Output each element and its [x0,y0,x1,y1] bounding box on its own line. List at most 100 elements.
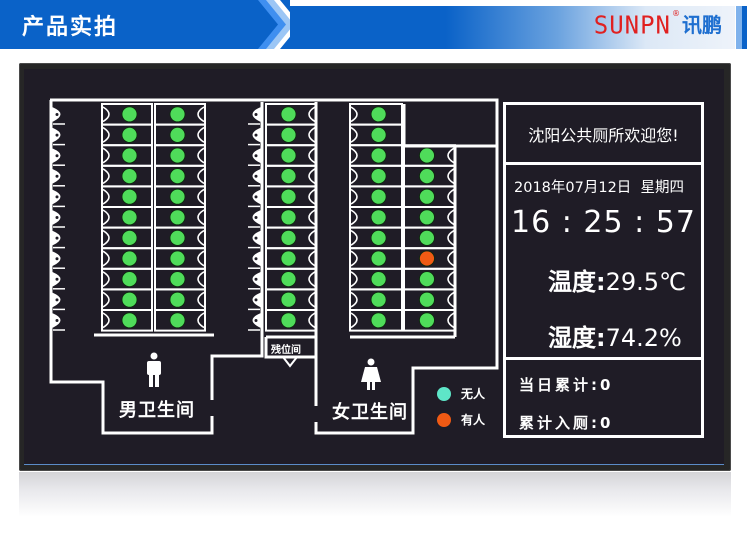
stall-vacant-indicator [121,209,138,226]
cumulative-value: 0 [600,414,614,432]
stall-vacant-indicator [280,312,297,329]
stall-vacant-indicator [280,147,297,164]
stall-vacant-indicator [169,250,186,267]
stall-vacant-indicator [169,291,186,308]
cumulative-label: 累计入厕: [519,414,600,432]
stall-vacant-indicator [169,312,186,329]
page-title: 产品实拍 [22,15,119,40]
stall-vacant-indicator [121,312,138,329]
stall-vacant-indicator [169,209,186,226]
clock-display: 16 : 25 : 57 [511,205,696,240]
legend-occupied: 有人 [437,411,485,428]
stall-vacant-indicator [419,229,435,246]
stall-vacant-indicator [280,250,297,267]
stall-vacant-indicator [419,188,435,205]
stall-vacant-indicator [419,209,435,226]
stall-vacant-indicator [280,188,297,205]
urinals-left [52,107,65,331]
stall-vacant-indicator [419,168,435,185]
stall-vacant-indicator [280,126,297,143]
stall-vacant-indicator [121,126,138,143]
occupied-dot-icon [437,412,451,427]
stall-vacant-indicator [370,168,387,185]
date-value: 2018年07月12日 [514,180,632,196]
female-person-icon [361,358,381,390]
men-right-column [154,103,206,332]
stall-vacant-indicator [169,229,186,246]
legend-occupied-label: 有人 [461,413,486,427]
accessible-room-label: 残位间 [271,345,301,356]
humidity-value: 74.2% [605,324,682,352]
humidity-display: 湿度:74.2% [548,318,682,353]
stall-vacant-indicator [370,209,387,226]
registered-mark: ® [672,9,680,18]
stall-vacant-indicator [169,168,186,185]
today-total: 当日累计:0 [519,374,613,395]
brand-logo: SUNPN ® 讯鹏 [593,9,722,40]
stall-vacant-indicator [370,126,387,143]
usage-counters: 当日累计:0 累计入厕:0 [506,357,701,435]
stall-vacant-indicator [121,271,138,288]
stall-vacant-indicator [121,291,138,308]
stall-vacant-indicator [370,312,387,329]
stall-vacant-indicator [370,271,387,288]
stall-vacant-indicator [121,168,138,185]
today-total-value: 0 [600,376,614,394]
stall-vacant-indicator [280,209,297,226]
stall-vacant-indicator [169,126,186,143]
stall-vacant-indicator [121,250,138,267]
stall-vacant-indicator [280,291,297,308]
women-right-column [403,144,456,332]
stall-occupied-indicator [419,250,435,267]
stall-vacant-indicator [419,312,435,329]
stall-vacant-indicator [370,147,387,164]
stall-vacant-indicator [169,106,186,123]
monitor-reflection [19,472,731,517]
urinals-right [248,107,261,331]
legend-vacant: 无人 [437,385,485,402]
temperature-label: 温度: [548,268,606,296]
header-accent-bar-dark [742,6,747,49]
women-left-column [349,103,403,332]
humidity-label: 湿度: [548,324,606,352]
stall-vacant-indicator [121,147,138,164]
stall-vacant-indicator [370,188,387,205]
header-banner: 产品实拍 SUNPN ® 讯鹏 [0,0,750,49]
stall-vacant-indicator [121,106,138,123]
stall-vacant-indicator [419,291,435,308]
men-left-column [101,103,153,332]
stall-vacant-indicator [419,271,435,288]
stall-vacant-indicator [169,271,186,288]
brand-latin: SUNPN [593,10,671,40]
header-gradient-bar [290,6,735,49]
stall-vacant-indicator [121,188,138,205]
accessible-door-icon [282,356,298,368]
stall-vacant-indicator [370,291,387,308]
legend-vacant-label: 无人 [461,387,486,401]
stall-vacant-indicator [370,229,387,246]
header-accent-bar [736,6,742,49]
stall-vacant-indicator [169,188,186,205]
brand-chinese: 讯鹏 [682,13,722,37]
men-accessible-side-column [265,103,317,332]
stall-vacant-indicator [370,106,387,123]
stall-vacant-indicator [419,147,435,164]
temperature-display: 温度:29.5℃ [548,262,686,297]
stall-vacant-indicator [121,229,138,246]
temperature-value: 29.5℃ [605,268,686,296]
header-title-block: 产品实拍 [0,0,290,49]
weekday-value: 星期四 [640,180,685,196]
welcome-message: 沈阳公共厕所欢迎您! [506,105,701,165]
date-display: 2018年07月12日 星期四 [514,176,684,197]
cumulative-total: 累计入厕:0 [519,412,613,433]
womens-room-label: 女卫生间 [332,402,408,423]
stall-vacant-indicator [370,250,387,267]
stall-vacant-indicator [169,147,186,164]
male-person-icon [147,352,161,387]
info-panel: 沈阳公共厕所欢迎您! 2018年07月12日 星期四 16 : 25 : 57 … [503,102,704,438]
mens-room-label: 男卫生间 [119,400,195,421]
vacant-dot-icon [437,386,451,401]
stall-grid [52,103,456,332]
